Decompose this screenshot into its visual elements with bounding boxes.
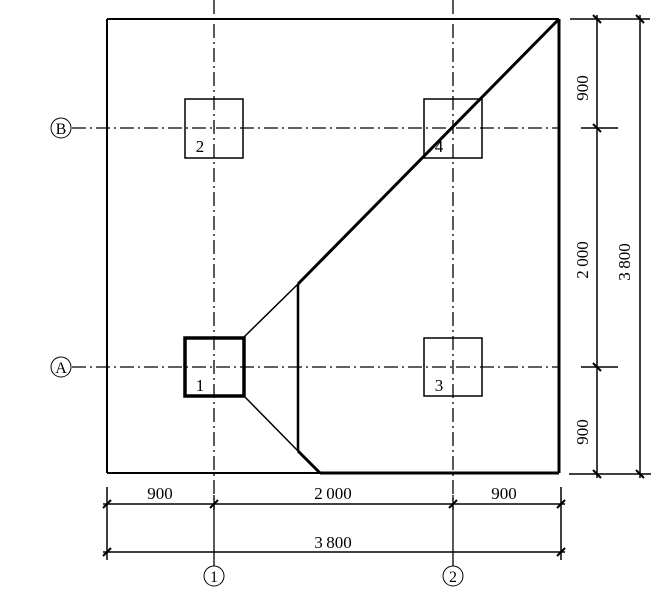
pile-number-1: 1 [196,376,205,395]
dim-right-top: 900 [573,75,592,101]
pile-number-3: 3 [435,376,444,395]
dim-right-total: 3 800 [615,243,634,280]
axis-label-1: 1 [210,569,218,586]
axis-lines [72,0,559,510]
axis-bubble-1 [203,565,225,587]
cap-outline [106,18,559,474]
pile-4 [423,98,483,159]
axis-bubbles [50,117,464,587]
axis-bubble-A [50,356,72,378]
piles [183,98,483,398]
dim-right-middle: 2 000 [573,241,592,278]
dim-bottom-left: 900 [147,484,173,503]
pile-number-2: 2 [196,137,205,156]
right-dimensions [569,14,651,479]
pile-numbers: 1 2 3 4 [196,137,444,395]
axis-bubble-2 [442,565,464,587]
axis-label-B: B [56,121,67,138]
pile-3 [423,337,483,397]
pile-1 [183,336,246,398]
dim-bottom-right: 900 [491,484,517,503]
bottom-dimensions [102,487,566,560]
dim-bottom-middle: 2 000 [314,484,351,503]
axis-label-2: 2 [449,569,457,586]
cut-region-outline [296,17,561,475]
axis-label-A: A [55,360,67,377]
axis-bubble-B [50,117,72,139]
dim-bottom-total: 3 800 [314,533,351,552]
pile-2 [184,98,244,159]
pile-number-4: 4 [435,137,444,156]
dim-right-bottom: 900 [573,419,592,445]
